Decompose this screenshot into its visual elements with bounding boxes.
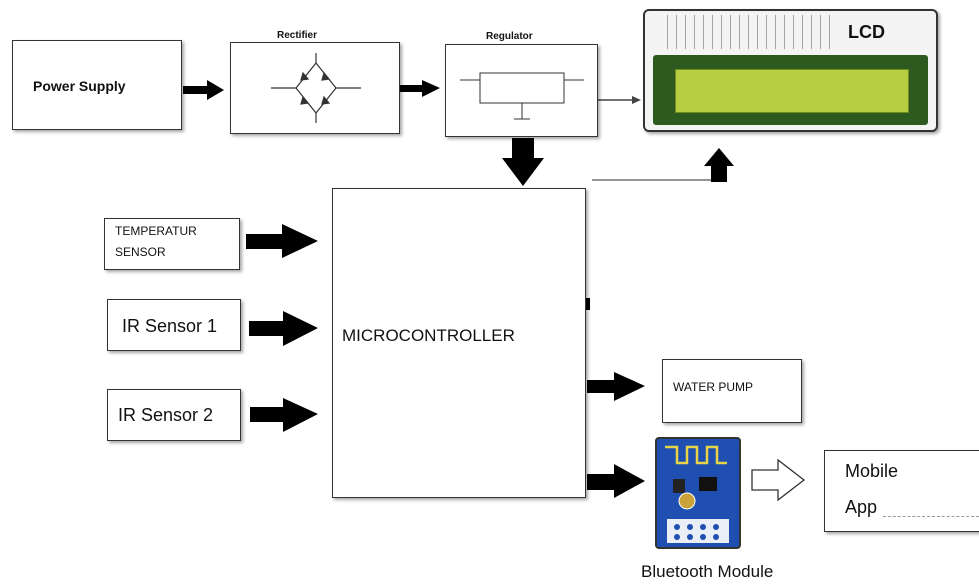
ir-sensor-1-block: IR Sensor 1 (107, 299, 241, 351)
ir-sensor-1-label: IR Sensor 1 (122, 316, 218, 336)
arrow-ir1-to-mcu (249, 311, 318, 346)
water-pump-block: WATER PUMP (662, 359, 802, 423)
power-supply-block: Power Supply (12, 40, 182, 130)
lcd-label: LCD (848, 22, 885, 42)
mobile-app-label-line1: Mobile (845, 461, 899, 481)
arrow-regulator-to-lcd (598, 96, 641, 104)
regulator-ic-icon (460, 72, 584, 120)
arrow-mcu-to-water-pump (587, 372, 645, 401)
arrow-temperature-to-mcu (246, 224, 318, 258)
mobile-app-label-line2: App (845, 497, 878, 517)
temperature-sensor-block: TEMPERATUR SENSOR (104, 218, 240, 270)
water-pump-label: WATER PUMP (673, 380, 753, 394)
bluetooth-module-icon (665, 445, 729, 543)
mobile-app-dotted-line (883, 516, 979, 517)
mobile-app-block: Mobile App (824, 450, 979, 532)
lcd-block: LCD (643, 9, 938, 132)
bridge-rectifier-icon (271, 53, 361, 123)
regulator-label: Regulator (486, 31, 533, 42)
microcontroller-label: MICROCONTROLLER (342, 326, 515, 345)
power-supply-label: Power Supply (33, 78, 126, 94)
arrow-bluetooth-to-mobile-app (751, 458, 806, 502)
arrow-regulator-to-microcontroller (502, 138, 544, 186)
arrow-ir2-to-mcu (250, 398, 318, 432)
arrow-rectifier-to-regulator (400, 80, 440, 97)
bluetooth-module-label: Bluetooth Module (641, 562, 774, 581)
arrow-power-to-rectifier (183, 80, 224, 100)
mcu-notch (584, 298, 590, 310)
ir-sensor-2-block: IR Sensor 2 (107, 389, 241, 441)
arrow-mcu-to-bluetooth (587, 464, 645, 498)
temperature-sensor-label-line1: TEMPERATUR (115, 224, 197, 238)
rectifier-block (230, 42, 400, 134)
microcontroller-block: MICROCONTROLLER (332, 188, 586, 498)
regulator-block (445, 44, 598, 137)
temperature-sensor-label-line2: SENSOR (115, 245, 166, 259)
arrow-microcontroller-to-lcd (592, 148, 734, 182)
lcd-screen (675, 69, 909, 113)
bluetooth-module-block (655, 437, 741, 549)
lcd-pin-header (667, 15, 837, 49)
ir-sensor-2-label: IR Sensor 2 (118, 405, 214, 425)
lcd-bezel (653, 55, 928, 125)
rectifier-label: Rectifier (277, 30, 318, 41)
